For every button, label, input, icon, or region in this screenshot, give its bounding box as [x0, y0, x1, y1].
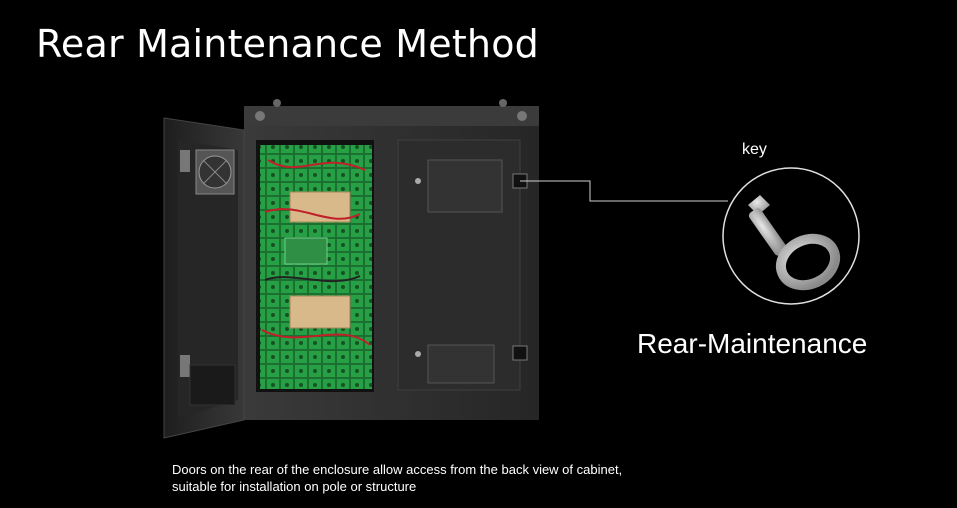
open-compartment [256, 140, 374, 392]
lock-icon [415, 178, 421, 184]
power-supply [289, 191, 351, 223]
key-icon [748, 195, 841, 291]
key-label: key [742, 141, 767, 158]
rear-door-open [163, 117, 245, 439]
callout-line [520, 180, 728, 202]
lock-icon [415, 351, 421, 357]
caption-line-1: Doors on the rear of the enclosure allow… [172, 462, 623, 477]
page-title: Rear Maintenance Method [36, 22, 539, 66]
rear-door-closed [397, 139, 528, 391]
power-supply [289, 295, 351, 329]
rear-maintenance-label: Rear-Maintenance [637, 328, 868, 359]
key-callout [722, 167, 860, 305]
caption-line-2: suitable for installation on pole or str… [172, 479, 417, 494]
control-card [284, 237, 328, 265]
caption: Doors on the rear of the enclosure allow… [172, 461, 622, 495]
